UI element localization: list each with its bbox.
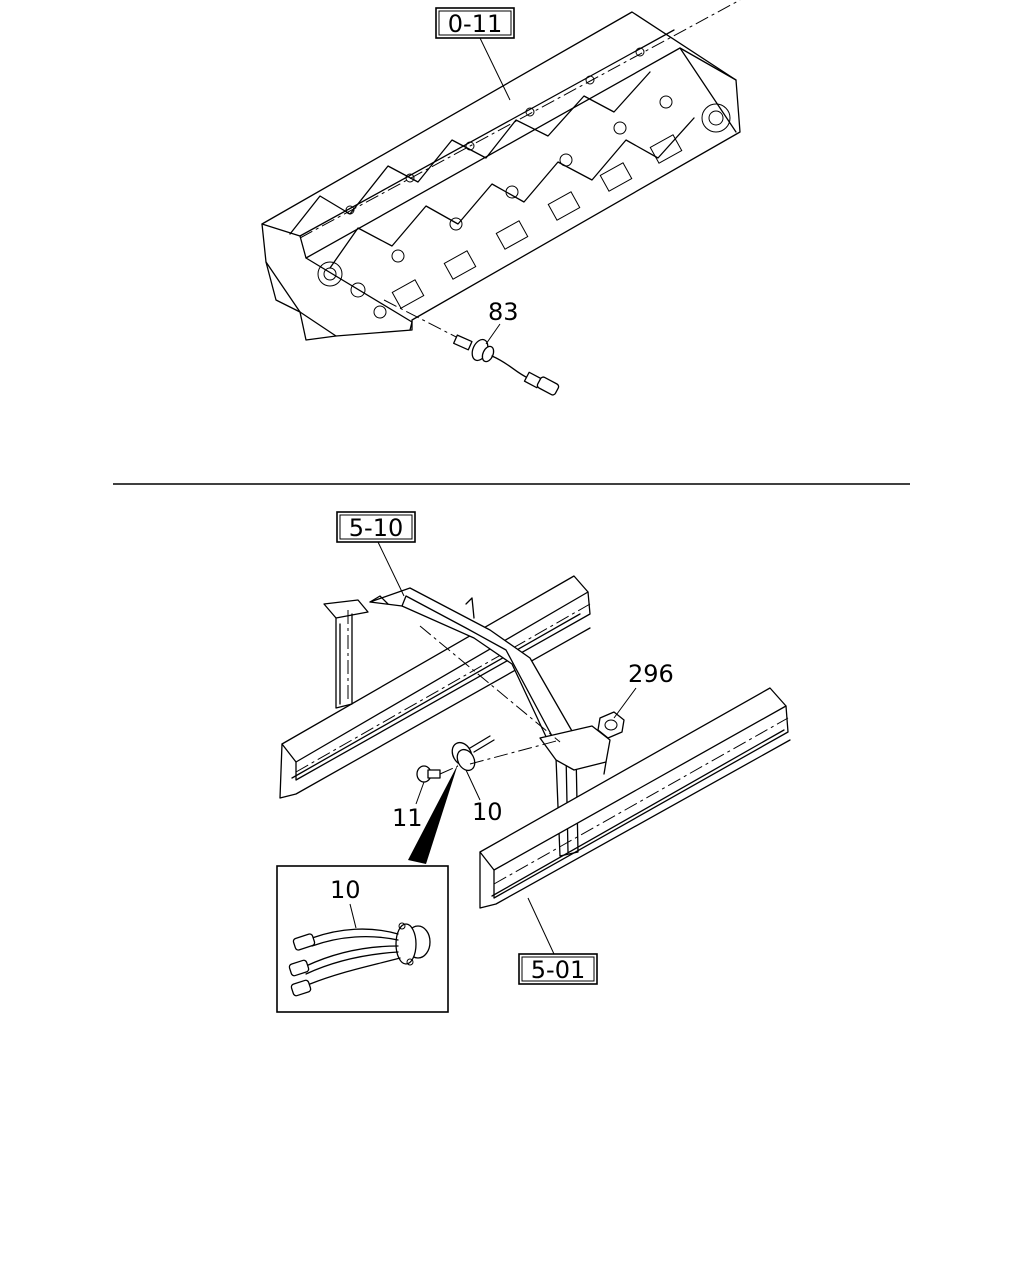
- callout-83: 83: [488, 298, 519, 326]
- leader-5-10: [377, 541, 405, 597]
- detail-pointer: [408, 764, 458, 864]
- leader-10: [465, 769, 481, 801]
- ref-label-5-10: 5-10: [349, 514, 403, 542]
- nut-296: [597, 711, 625, 739]
- ref-box-0-11[interactable]: 0-11: [435, 7, 515, 39]
- leader-5-01: [527, 897, 555, 955]
- callout-11: 11: [392, 804, 423, 832]
- bolt-11: [416, 765, 459, 783]
- leader-83: [485, 323, 501, 345]
- ref-box-5-10[interactable]: 5-10: [336, 511, 416, 543]
- ref-label-5-01: 5-01: [531, 956, 585, 984]
- callout-296: 296: [628, 660, 674, 688]
- leader-0-11: [479, 37, 511, 101]
- ref-label-0-11: 0-11: [448, 10, 502, 38]
- ref-box-5-01[interactable]: 5-01: [518, 953, 598, 985]
- switch-10: [451, 735, 561, 772]
- temperature-sensor-83: [383, 299, 560, 396]
- detail-inset-10[interactable]: 10: [276, 865, 449, 1013]
- cylinder-head-illustration: [261, 0, 741, 341]
- detail-callout-10: 10: [330, 876, 361, 904]
- leader-11: [415, 781, 425, 805]
- frame-rail-front: [479, 687, 791, 909]
- frame-rail-rear: [279, 575, 591, 799]
- callout-10: 10: [472, 798, 503, 826]
- side-port-row: [391, 134, 683, 309]
- switch-harness-detail: [288, 922, 431, 997]
- leader-296: [613, 687, 637, 719]
